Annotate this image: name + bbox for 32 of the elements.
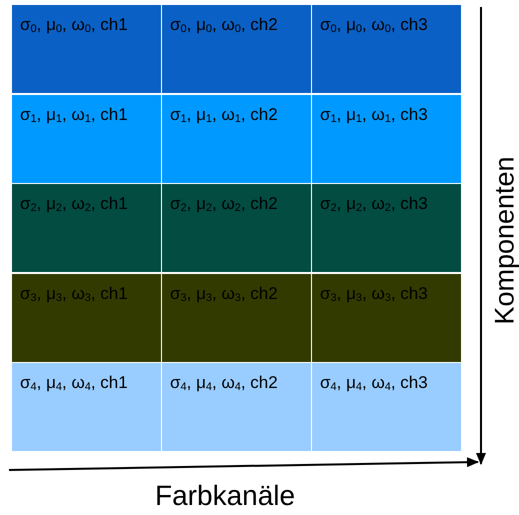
table-cell xyxy=(312,274,461,362)
table-cell xyxy=(12,184,161,272)
table-cell xyxy=(12,5,161,93)
table-cell xyxy=(12,94,161,182)
cell-text: σ$_{3}$, μ$_{3}$, ω$_{3}$, ch3 xyxy=(320,282,429,306)
cell-text: σ$_{1}$, μ$_{1}$, ω$_{1}$, ch2 xyxy=(170,104,279,126)
axis-label: Farbkanäle xyxy=(155,480,296,512)
cell-text: σ$_{2}$, μ$_{2}$, ω$_{2}$, ch3 xyxy=(320,193,429,216)
table-cell xyxy=(312,363,461,451)
table-cell xyxy=(162,274,311,362)
cell-text: σ$_{2}$, μ$_{2}$, ω$_{2}$, ch1 xyxy=(20,193,129,216)
cell-text: σ$_{0}$, μ$_{0}$, ω$_{0}$, ch1 xyxy=(20,14,129,37)
cell-text: σ$_{0}$, μ$_{0}$, ω$_{0}$, ch2 xyxy=(170,14,279,37)
table-cell xyxy=(12,363,161,451)
cell-text: σ$_{4}$, μ$_{4}$, ω$_{4}$, ch3 xyxy=(320,372,429,395)
cell-text: σ$_{4}$, μ$_{4}$, ω$_{4}$, ch2 xyxy=(170,372,279,395)
table-cell xyxy=(312,94,461,182)
table-cell xyxy=(162,363,311,451)
cell-text: σ$_{1}$, μ$_{1}$, ω$_{1}$, ch3 xyxy=(320,104,429,126)
table-cell xyxy=(312,184,461,272)
table-cell xyxy=(162,5,311,93)
axis-label: Komponenten xyxy=(490,156,519,324)
table-cell xyxy=(162,184,311,272)
cell-text: σ$_{4}$, μ$_{4}$, ω$_{4}$, ch1 xyxy=(20,372,129,395)
cell-text: σ$_{3}$, μ$_{3}$, ω$_{3}$, ch1 xyxy=(20,282,129,306)
table-cell xyxy=(12,274,161,362)
table-cell xyxy=(312,5,461,93)
table-cell xyxy=(162,94,311,182)
cell-text: σ$_{1}$, μ$_{1}$, ω$_{1}$, ch1 xyxy=(20,104,129,126)
cell-text: σ$_{0}$, μ$_{0}$, ω$_{0}$, ch3 xyxy=(320,14,429,37)
cell-text: σ$_{3}$, μ$_{3}$, ω$_{3}$, ch2 xyxy=(170,282,279,306)
cell-text: σ$_{2}$, μ$_{2}$, ω$_{2}$, ch2 xyxy=(170,193,279,216)
